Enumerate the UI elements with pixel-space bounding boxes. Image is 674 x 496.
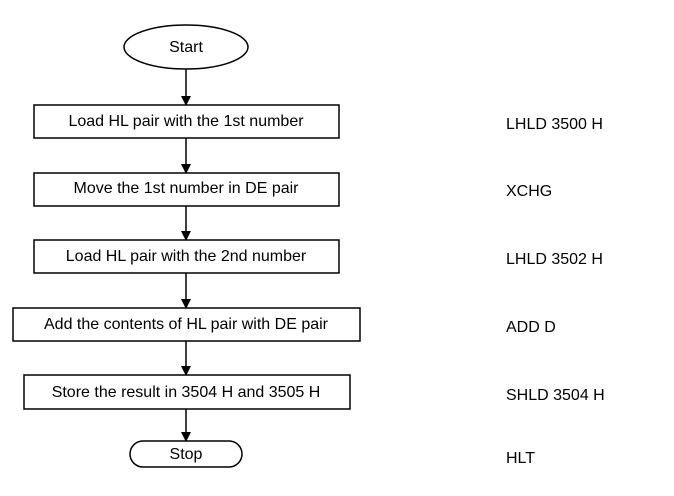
process-box-load-second-number	[33, 239, 340, 274]
process-label-move-to-de: Move the 1st number in DE pair	[74, 180, 300, 197]
process-label-store-result: Store the result in 3504 H and 3505 H	[52, 384, 321, 401]
instruction-lhld-second: LHLD 3502 H	[506, 251, 603, 268]
process-box-load-first-number	[33, 104, 340, 139]
instruction-shld: SHLD 3504 H	[506, 387, 605, 404]
process-box-add-hl-de	[12, 307, 361, 342]
process-label-load-first-number: Load HL pair with the 1st number	[68, 113, 304, 130]
instruction-lhld-first: LHLD 3500 H	[506, 116, 603, 133]
instruction-xchg: XCHG	[506, 183, 552, 200]
stop-terminator	[129, 440, 243, 468]
process-box-store-result	[23, 374, 351, 410]
process-box-move-to-de	[33, 172, 340, 207]
stop-label: Stop	[170, 446, 203, 463]
instruction-hlt: HLT	[506, 450, 535, 467]
process-label-load-second-number: Load HL pair with the 2nd number	[66, 248, 307, 265]
process-label-add-hl-de: Add the contents of HL pair with DE pair	[44, 316, 329, 333]
start-label: Start	[169, 39, 203, 56]
instruction-add-d: ADD D	[506, 319, 556, 336]
